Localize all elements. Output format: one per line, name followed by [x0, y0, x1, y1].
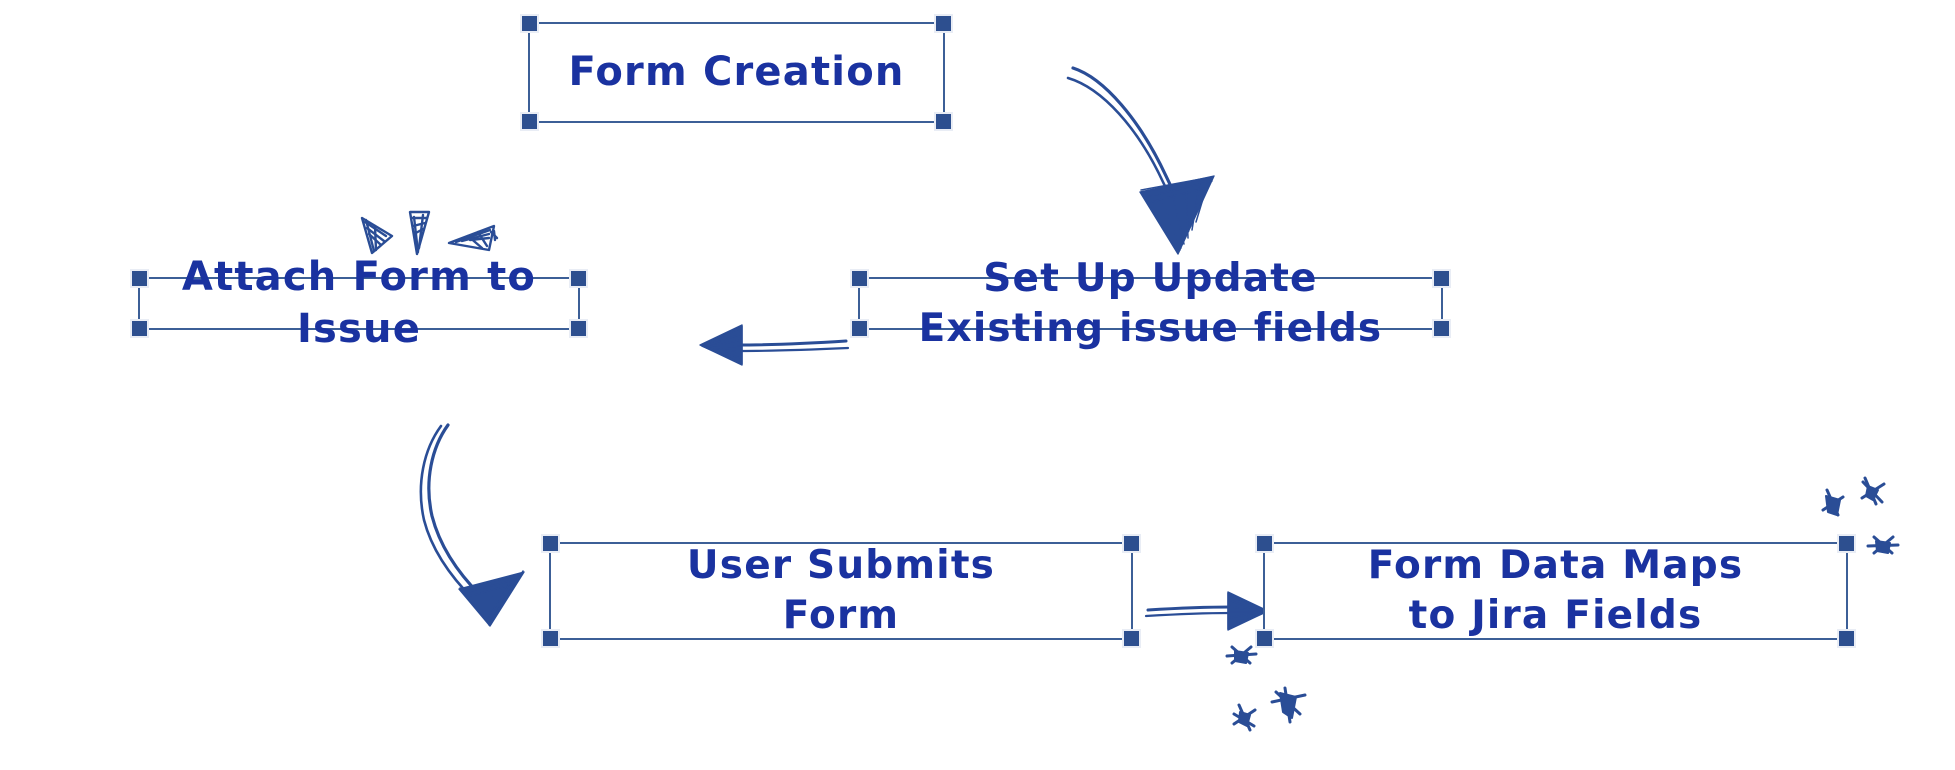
edge-attach-to-user-submits — [419, 423, 525, 627]
resize-handle-top-right[interactable] — [569, 269, 588, 288]
sparkle-cluster-bottom-center — [1225, 645, 1307, 732]
resize-handle-top-left[interactable] — [520, 14, 539, 33]
resize-handle-bottom-left[interactable] — [850, 319, 869, 338]
node-label-form-creation: Form Creation — [568, 48, 905, 95]
node-label-user-submits-form: User Submits Form — [686, 543, 996, 638]
asterisk-icon — [1232, 703, 1257, 732]
resize-handle-bottom-right[interactable] — [1432, 319, 1451, 338]
resize-handle-bottom-right[interactable] — [569, 319, 588, 338]
edge-setup-to-attach — [699, 324, 850, 366]
node-form-data-maps-to-jira-fields[interactable]: Form Data Maps to Jira Fields — [1255, 534, 1856, 648]
resize-handle-bottom-left[interactable] — [520, 112, 539, 131]
resize-handle-top-left[interactable] — [1255, 534, 1274, 553]
asterisk-icon — [1270, 686, 1307, 724]
node-label-set-up-update-existing-issue-fields: Set Up Update Existing issue fields — [918, 255, 1383, 351]
resize-handle-top-left[interactable] — [541, 534, 560, 553]
edge-user-submits-to-form-data-maps — [1144, 591, 1269, 631]
resize-handle-top-right[interactable] — [1837, 534, 1856, 553]
node-attach-form-to-issue[interactable]: Attach Form to Issue — [130, 254, 588, 352]
node-form-creation[interactable]: Form Creation — [520, 14, 953, 131]
resize-handle-bottom-right[interactable] — [934, 112, 953, 131]
resize-handle-bottom-left[interactable] — [1255, 629, 1274, 648]
confetti-cluster-above-attach — [360, 210, 499, 256]
resize-handle-top-right[interactable] — [1122, 534, 1141, 553]
node-set-up-update-existing-issue-fields[interactable]: Set Up Update Existing issue fields — [850, 256, 1451, 351]
resize-handle-bottom-left[interactable] — [541, 629, 560, 648]
node-label-form-data-maps-to-jira-fields: Form Data Maps to Jira Fields — [1367, 543, 1744, 638]
asterisk-icon — [1821, 488, 1845, 517]
node-user-submits-form[interactable]: User Submits Form — [541, 534, 1141, 648]
resize-handle-top-right[interactable] — [934, 14, 953, 33]
resize-handle-top-left[interactable] — [850, 269, 869, 288]
resize-handle-top-right[interactable] — [1432, 269, 1451, 288]
resize-handle-bottom-left[interactable] — [130, 319, 149, 338]
resize-handle-top-left[interactable] — [130, 269, 149, 288]
resize-handle-bottom-right[interactable] — [1122, 629, 1141, 648]
resize-handle-bottom-right[interactable] — [1837, 629, 1856, 648]
asterisk-icon — [1860, 476, 1886, 506]
asterisk-icon — [1225, 645, 1258, 665]
node-label-attach-form-to-issue: Attach Form to Issue — [181, 254, 537, 352]
edge-form-creation-to-setup — [1066, 66, 1215, 255]
asterisk-icon — [1866, 535, 1900, 555]
